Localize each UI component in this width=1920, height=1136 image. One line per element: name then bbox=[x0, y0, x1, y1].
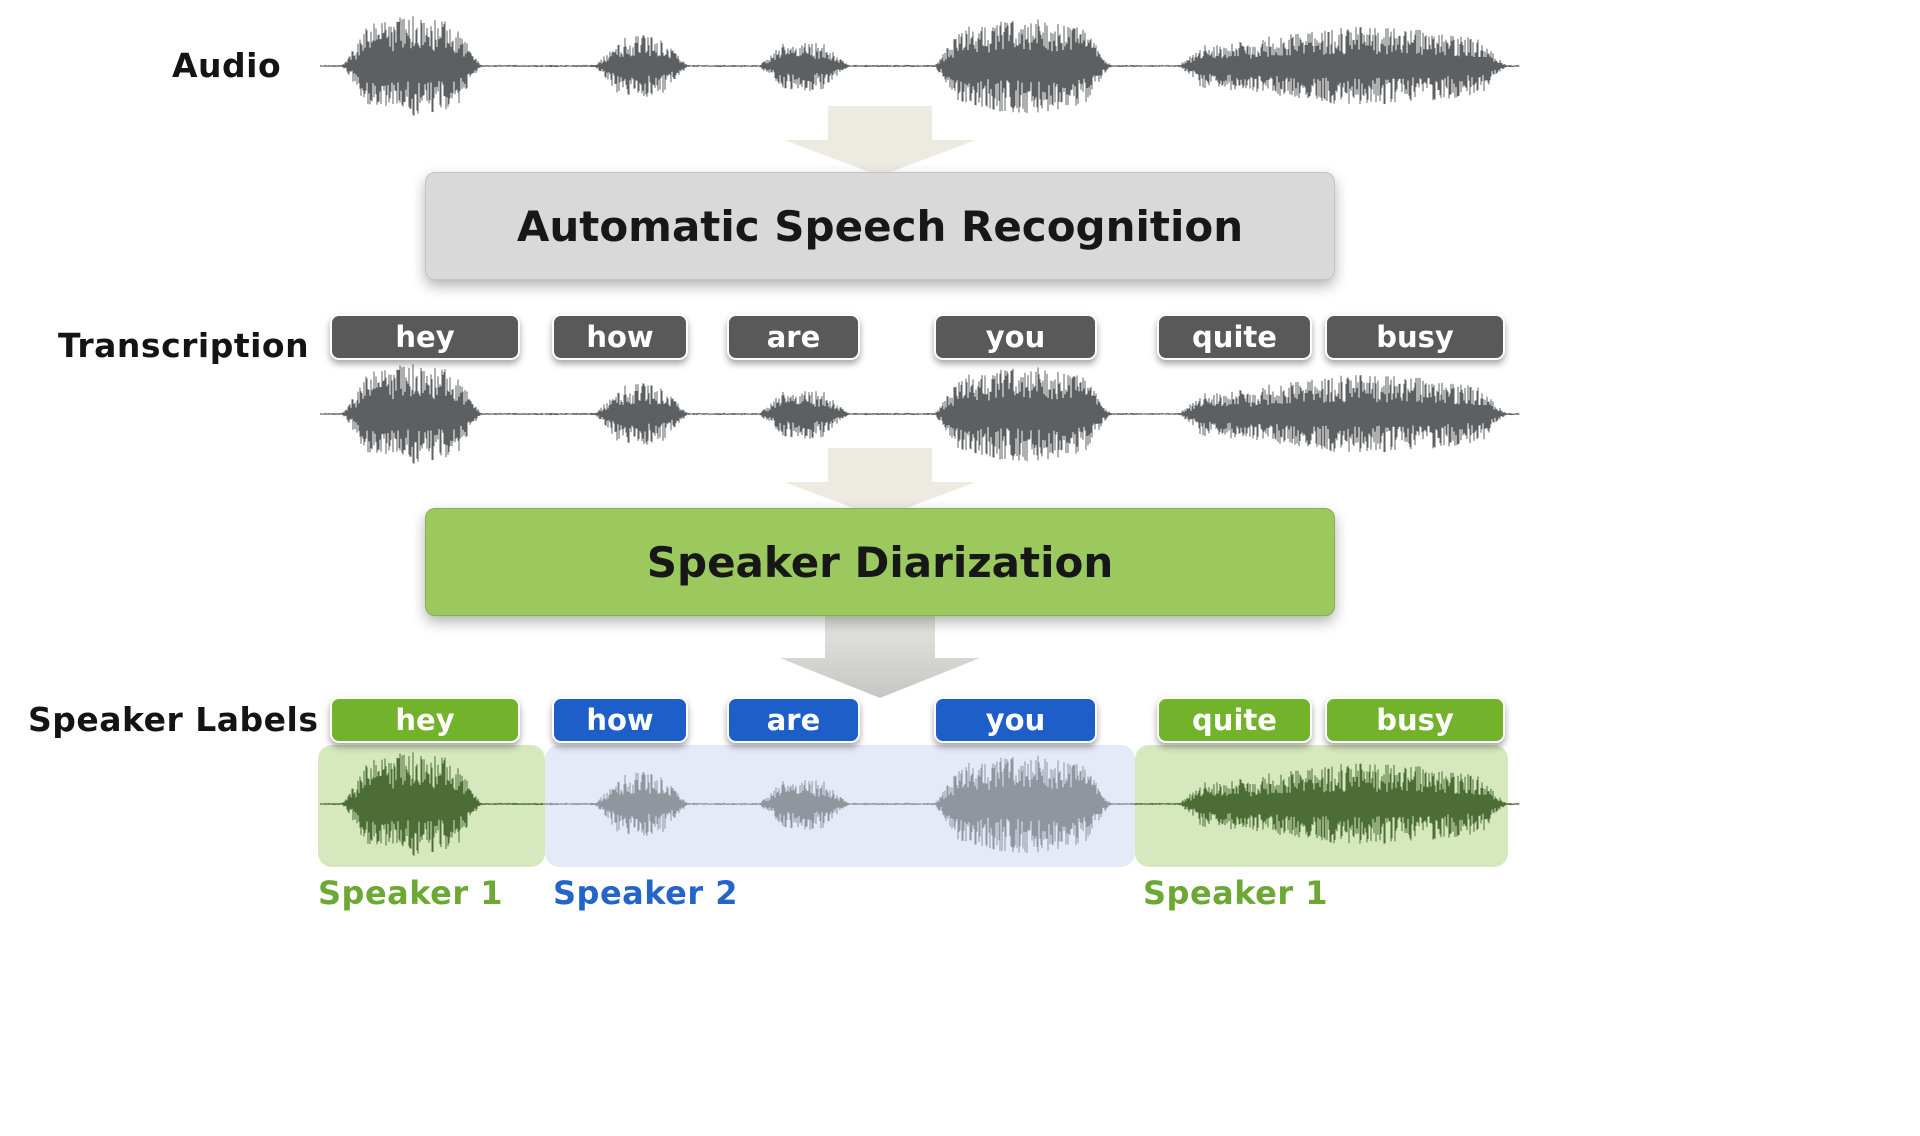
speaker-word-box: quite bbox=[1157, 697, 1312, 743]
audio-waveform bbox=[320, 16, 1520, 116]
arrow-down-icon bbox=[784, 106, 976, 176]
asr-box-label: Automatic Speech Recognition bbox=[516, 201, 1244, 251]
diarized-waveform bbox=[320, 752, 1520, 856]
transcription-word-box: are bbox=[727, 314, 860, 360]
transcription-word-box: you bbox=[934, 314, 1097, 360]
diarization-box: Speaker Diarization bbox=[425, 508, 1335, 616]
speaker-caption: Speaker 2 bbox=[553, 874, 739, 912]
speaker-caption: Speaker 1 bbox=[318, 874, 504, 912]
transcription-waveform bbox=[320, 364, 1520, 464]
arrow-down-icon bbox=[784, 448, 976, 518]
transcription-label: Transcription bbox=[58, 326, 310, 365]
diarization-box-label: Speaker Diarization bbox=[646, 537, 1114, 587]
transcription-word-box: hey bbox=[330, 314, 520, 360]
speaker-word-box: are bbox=[727, 697, 860, 743]
transcription-word-box: how bbox=[552, 314, 688, 360]
speaker-word-box: you bbox=[934, 697, 1097, 743]
transcription-word-box: quite bbox=[1157, 314, 1312, 360]
speaker-caption: Speaker 1 bbox=[1143, 874, 1329, 912]
speaker-labels-label: Speaker Labels bbox=[28, 700, 319, 739]
speaker-word-box: busy bbox=[1325, 697, 1505, 743]
asr-box: Automatic Speech Recognition bbox=[425, 172, 1335, 280]
speaker-word-box: hey bbox=[330, 697, 520, 743]
arrow-down-icon bbox=[780, 614, 980, 698]
transcription-word-box: busy bbox=[1325, 314, 1505, 360]
speaker-word-box: how bbox=[552, 697, 688, 743]
audio-label: Audio bbox=[172, 46, 282, 85]
